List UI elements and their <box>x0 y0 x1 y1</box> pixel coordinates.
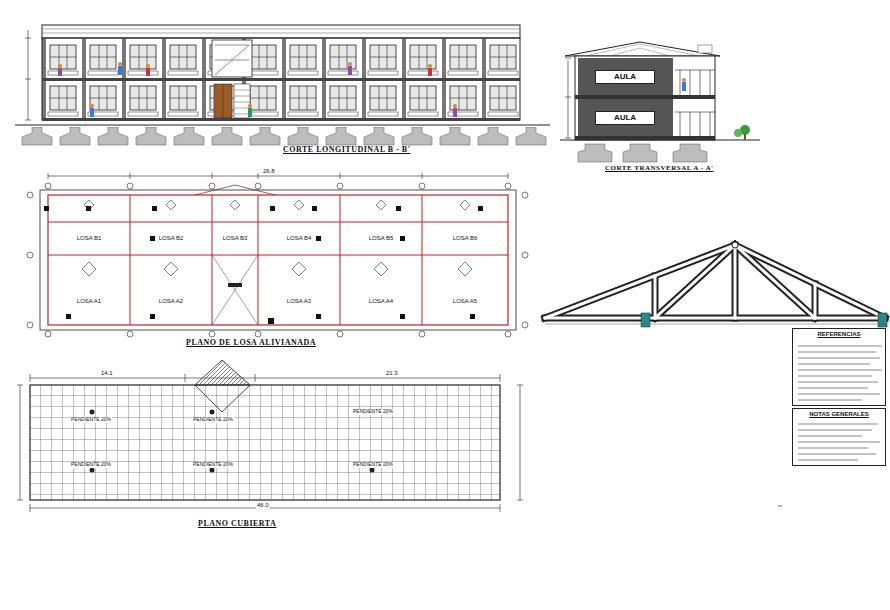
node-text: LOSA A2 <box>158 298 184 305</box>
slab-panel: LOSA A3 <box>258 255 340 325</box>
dimension-label: PENDIENTE 20% <box>352 462 394 468</box>
slab-panel: LOSA B4 <box>258 222 340 255</box>
slab-panel: LOSA A2 <box>130 255 212 325</box>
dimension-label: PENDIENTE 20% <box>70 462 112 468</box>
drawing-title: CORTE TRANSVERSAL A - A' <box>605 165 714 173</box>
notes-panel: NOTAS GENERALES <box>792 408 886 466</box>
dimension-label: 14.1 <box>100 370 114 377</box>
dimension-label: PENDIENTE 20% <box>192 462 234 468</box>
dimension-label: PENDIENTE 20% <box>70 417 112 423</box>
dimension-label: PENDIENTE 20% <box>192 417 234 423</box>
slab-panel: LOSA A5 <box>422 255 508 325</box>
slab-panel: LOSA B3 <box>212 222 258 255</box>
node-text: AULA <box>614 114 636 123</box>
room-box: AULA <box>595 111 655 125</box>
slab-panel: LOSA B1 <box>48 222 130 255</box>
node-text: LOSA A3 <box>286 298 312 305</box>
node-text: REFERENCIAS <box>817 331 860 338</box>
notes-panel: REFERENCIAS <box>792 328 886 406</box>
node-text: LOSA A1 <box>76 298 102 305</box>
node-text: LOSA B4 <box>286 235 313 242</box>
dimension-label: 46.0 <box>256 502 270 509</box>
drawing-title: CORTE LONGITUDINAL B - B' <box>283 146 410 155</box>
node-text: LOSA B1 <box>76 235 103 242</box>
node-text: LOSA B6 <box>452 235 479 242</box>
slab-panel: LOSA A1 <box>48 255 130 325</box>
room-box: AULA <box>595 70 655 84</box>
dimension-label: 26.8 <box>262 168 276 175</box>
node-text: LOSA B3 <box>222 235 249 242</box>
slab-panel: LOSA B2 <box>130 222 212 255</box>
dimension-label: 21.3 <box>385 370 399 377</box>
drawing-title: PLANO CUBIERTA <box>198 520 276 529</box>
slab-panel: LOSA B5 <box>340 222 422 255</box>
slab-panel: LOSA A4 <box>340 255 422 325</box>
drawing-title: PLANO DE LOSA ALIVIANADA <box>186 339 316 348</box>
dimension-label: PENDIENTE 20% <box>352 409 394 415</box>
node-text: LOSA A4 <box>368 298 394 305</box>
node-text: NOTAS GENERALES <box>809 411 869 418</box>
node-text: LOSA B5 <box>368 235 395 242</box>
node-text: LOSA B2 <box>158 235 185 242</box>
node-text: LOSA A5 <box>452 298 478 305</box>
slab-panel: LOSA B6 <box>422 222 508 255</box>
node-text: AULA <box>614 73 636 82</box>
